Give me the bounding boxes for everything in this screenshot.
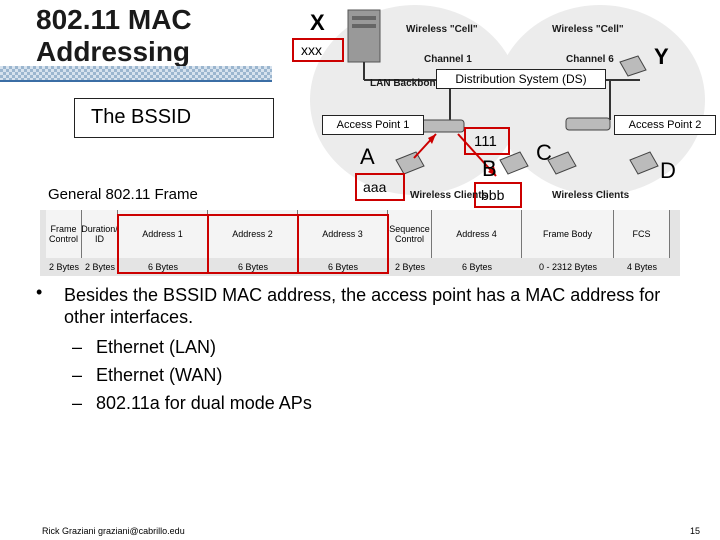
sub-bullet-1: Ethernet (LAN) [96,337,217,357]
field-duration-id: Duration/ ID [81,210,118,258]
bullet-dot-icon: • [36,282,43,302]
field-frame-body: Frame Body [522,210,614,258]
highlight-address-1 [117,214,209,274]
label-111: 111 [474,133,497,150]
bytes-address-2: 6 Bytes [237,262,268,272]
field-sequence-control: Sequence Control [388,210,432,258]
label-b: B [482,156,497,181]
bytes-sequence-control: 2 Bytes [394,262,425,272]
page-number: 15 [690,526,701,536]
sub-dash-icon: – [72,337,83,357]
title-underline [0,80,272,82]
channel-6-label: Channel 6 [566,54,614,65]
label-a: A [360,144,375,169]
access-point-1-icon [419,119,465,133]
field-fcs: FCS [614,210,670,258]
laptop-b-icon [499,151,529,175]
sub-dash-icon: – [72,365,83,385]
field-address-1: Address 1 [118,210,208,258]
bytes-frame-control: 2 Bytes [48,262,79,272]
sub-bullet-2: Ethernet (WAN) [96,365,223,385]
laptop-d-icon [629,151,659,175]
bytes-duration-id: 2 Bytes [84,262,115,272]
label-aaa: aaa [363,179,387,195]
frame-label: General 802.11 Frame [48,186,198,203]
bssid-box: The BSSID [74,98,274,138]
field-address-4: Address 4 [432,210,522,258]
ds-box: Distribution System (DS) [436,69,606,89]
title-line-2: Addressing [36,36,191,67]
footer-author: Rick Graziani graziani@cabrillo.edu [42,526,185,536]
bullet-main: Besides the BSSID MAC address, the acces… [64,285,661,327]
cell-2-ellipse [495,5,705,195]
wireless-cell-2-label: Wireless "Cell" [552,24,624,35]
xxx-box: xxx [292,38,344,62]
bytes-address-4: 6 Bytes [461,262,492,272]
channel-1-label: Channel 1 [424,54,472,65]
ap1-box: Access Point 1 [322,115,424,135]
box-111: 111 [464,127,510,155]
label-d: D [660,158,676,183]
laptop-c-icon [547,151,577,175]
bytes-frame-body: 0 - 2312 Bytes [538,262,598,272]
bssid-label: The BSSID [91,106,192,128]
label-y: Y [654,44,669,69]
access-point-2-icon [565,117,611,131]
laptop-a-icon [395,151,425,175]
title-line-1: 802.11 MAC [36,4,192,35]
bytes-address-1: 6 Bytes [147,262,178,272]
label-x: X [310,10,325,35]
ap2-box: Access Point 2 [614,115,716,135]
field-frame-control: Frame Control [46,210,82,258]
slide-title: 802.11 MAC Addressing [36,4,192,68]
bytes-address-3: 6 Bytes [327,262,358,272]
wireless-cell-1-label: Wireless "Cell" [406,24,478,35]
aaa-box: aaa [355,173,405,201]
sub-bullet-3: 802.11a for dual mode APs [96,393,312,413]
frame-diagram: Frame Control Duration/ ID Address 1 Add… [40,210,680,276]
label-bbb: bbb [481,187,505,203]
field-address-3: Address 3 [298,210,388,258]
sub-dash-icon: – [72,393,83,413]
label-c: C [536,140,552,165]
clients-1-label: Wireless Clients [410,190,488,201]
clients-2-label: Wireless Clients [552,190,630,201]
label-xxx: xxx [301,42,322,58]
title-pattern-bar [0,66,272,80]
highlight-address-3 [297,214,389,274]
network-diagram [310,5,705,195]
highlight-address-2 [207,214,299,274]
laptop-y-icon [619,55,647,77]
bbb-box: bbb [474,182,522,208]
lan-backbone-label: LAN Backbone [370,78,442,89]
bytes-fcs: 4 Bytes [626,262,657,272]
